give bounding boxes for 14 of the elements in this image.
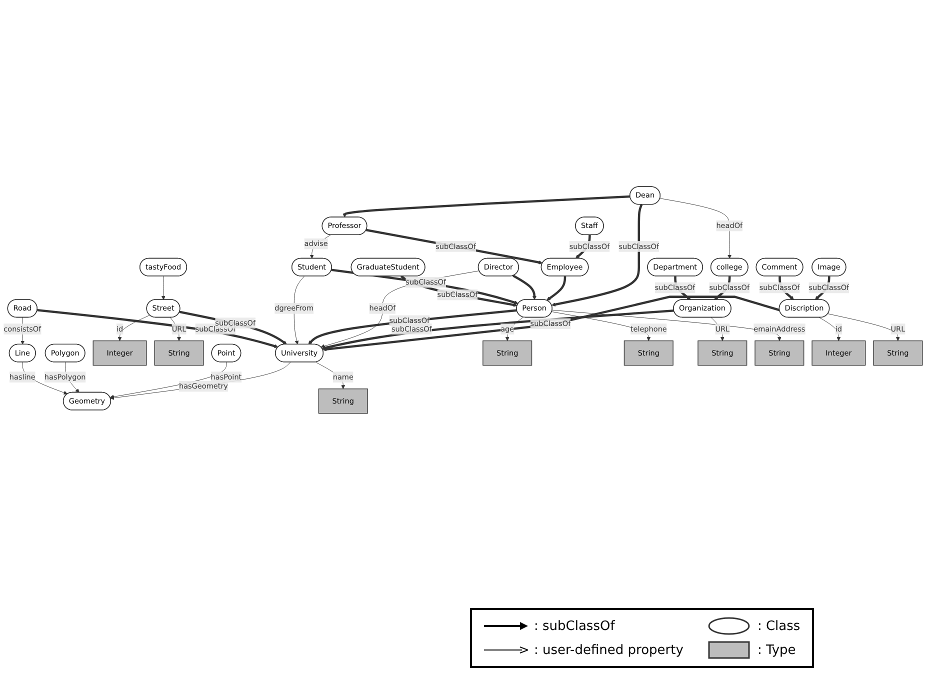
arrow xyxy=(546,276,566,301)
arrow xyxy=(551,204,643,306)
arrow xyxy=(179,310,288,345)
arrow xyxy=(342,195,630,218)
legend-text: : Type xyxy=(757,642,796,658)
arrow xyxy=(37,309,278,348)
arrow xyxy=(308,309,517,345)
legend-text: : user-defined property xyxy=(534,642,684,658)
arrow xyxy=(331,268,518,304)
arrow xyxy=(322,296,780,352)
arrow xyxy=(366,228,543,264)
legend-text: : Class xyxy=(757,618,800,634)
legend-text: : subClassOf xyxy=(534,618,615,634)
arrow xyxy=(512,274,536,300)
